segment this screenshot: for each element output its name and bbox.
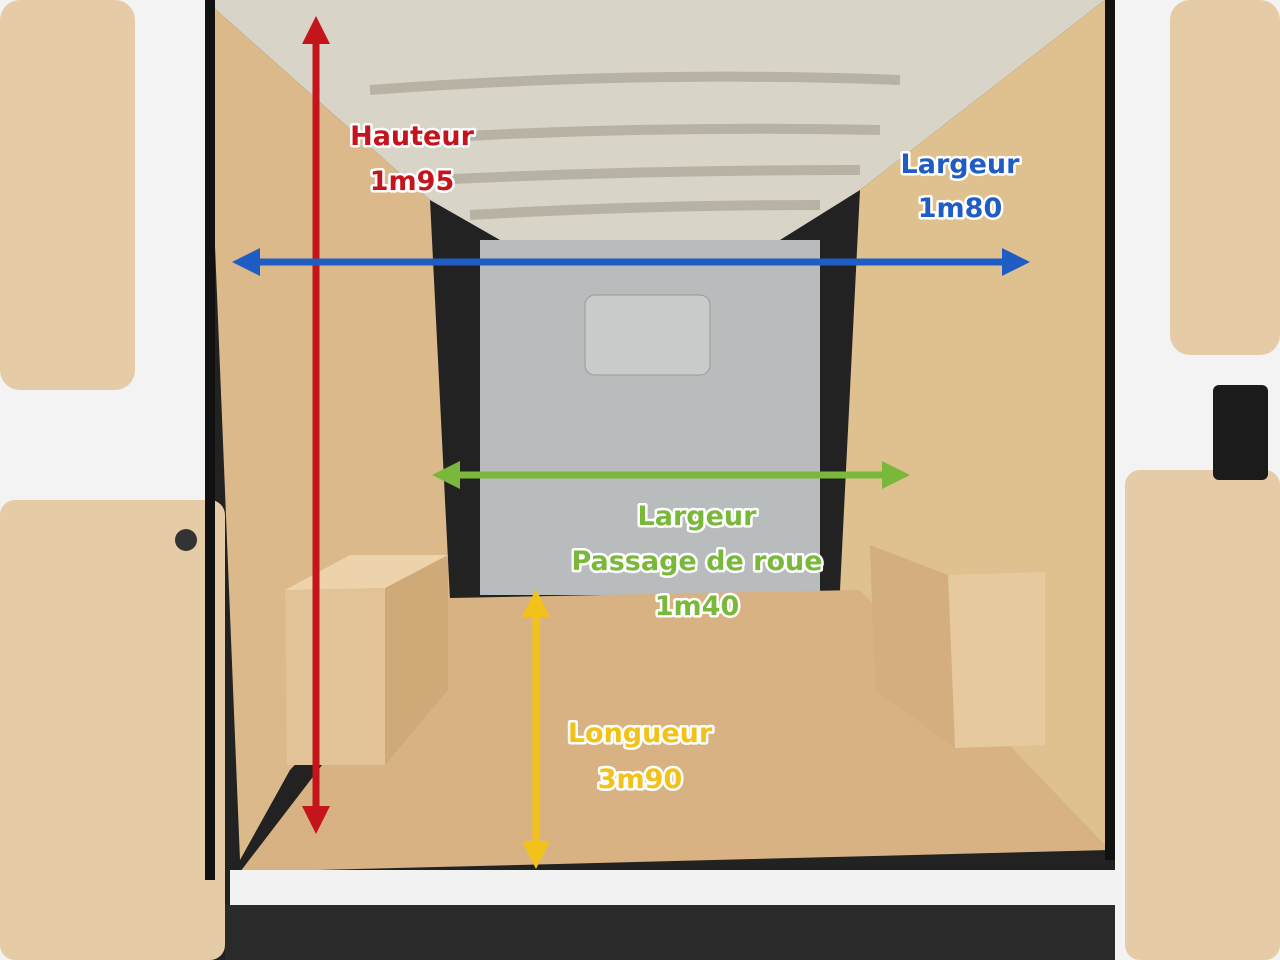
back-wall	[480, 240, 820, 595]
height-label: Hauteur	[350, 121, 474, 152]
right-door-lower-panel	[1125, 470, 1280, 960]
bumper	[225, 905, 1125, 960]
height-value: 1m95	[370, 166, 455, 197]
wheel-box-left	[285, 588, 385, 765]
ceiling-ribs	[369, 71, 901, 220]
left-door-upper-panel	[0, 0, 135, 390]
wheel-width-subtitle: Passage de roue	[571, 546, 822, 577]
door-seal-left	[205, 0, 215, 880]
door-sill	[230, 870, 1120, 910]
wheel-width-value: 1m40	[655, 591, 740, 622]
wheel-box-right-side	[870, 545, 955, 748]
door-hole	[175, 529, 197, 551]
length-label: Longueur	[568, 718, 713, 749]
left-door-lower-panel	[0, 500, 225, 960]
right-door-upper-panel	[1170, 0, 1280, 355]
width-value: 1m80	[918, 193, 1003, 224]
wheel-width-label: Largeur	[638, 501, 758, 532]
wheel-box-left-side	[385, 555, 448, 765]
back-wall-panel	[584, 294, 711, 376]
door-handle-icon	[1213, 385, 1268, 480]
width-label: Largeur	[901, 149, 1021, 180]
length-value: 3m90	[598, 764, 683, 795]
door-seal-right	[1105, 0, 1115, 860]
wheel-box-right	[948, 572, 1045, 748]
